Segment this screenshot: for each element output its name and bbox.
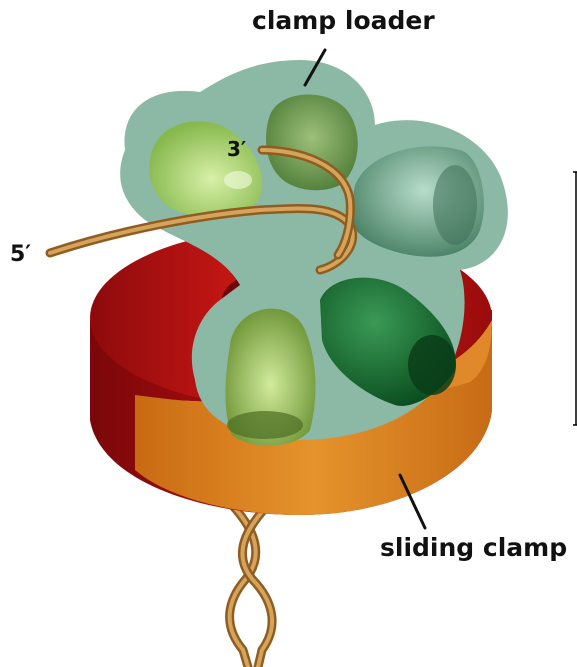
- subunit-shadow: [433, 165, 477, 245]
- clamp-loader-label: clamp loader: [252, 6, 435, 35]
- sliding-clamp-label: sliding clamp: [380, 533, 567, 562]
- five-prime-end-label: 5′: [10, 242, 31, 267]
- side-bracket: [573, 172, 577, 425]
- subunit-base: [227, 411, 303, 439]
- duplex-dna: [230, 505, 272, 667]
- three-prime-end-label: 3′: [227, 137, 246, 161]
- subunit-highlight: [224, 171, 252, 189]
- subunit-base-dark: [408, 335, 456, 395]
